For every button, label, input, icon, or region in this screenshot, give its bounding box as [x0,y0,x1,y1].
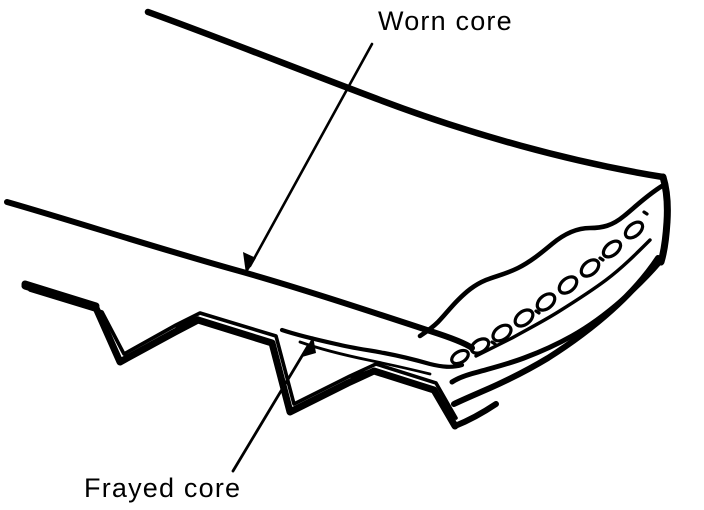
worn-core-arrowhead [243,252,256,274]
cord-loop [450,348,470,366]
belt-bottom-right-edge [452,401,499,429]
frayed-core-label: Frayed core [84,473,241,503]
fray-nick [598,256,605,262]
rib-outline-outer [21,282,459,430]
frayed-core-leader-line [231,344,310,473]
rib-left-top-land [21,280,100,310]
belt-right-corner [657,173,671,266]
belt-top-surface [4,8,667,351]
belt-rib-profile [21,280,499,430]
rib-crest-edge-1 [174,316,200,328]
worn-core-leader-line [248,42,374,268]
worn-core-callout [243,42,374,274]
cord-loop [601,239,623,259]
fray-nick [490,340,497,346]
corner-vertical-edge [657,173,671,266]
rib-valley-face-2 [290,381,350,412]
frayed-worn-end-face [417,183,665,407]
frayed-core-callout [231,336,316,473]
rib-crest-edge-2 [350,368,376,379]
cord-loop [535,292,557,312]
cord-loop [623,220,645,240]
fray-nick [642,210,649,216]
core-layer-ragged-path [279,327,465,369]
frayed-cord-loops [450,210,649,366]
core-layer-secondary [298,340,432,376]
belt-front-top-edge [4,199,475,351]
fray-nick [534,309,541,315]
cord-loop [557,275,579,295]
worn-strip-upper-boundary [417,183,665,339]
frayed-core-layer-line [279,327,465,376]
worn-core-label: Worn core [378,6,513,36]
rib-outline-inner [28,288,458,420]
cord-loop [579,258,601,278]
worn-end-bottom-silhouette [451,255,661,407]
belt-back-top-edge [144,8,667,181]
cord-loop [513,308,535,328]
frayed-core-arrowhead [302,336,316,357]
cord-loop [469,337,491,355]
cord-loop [491,323,513,343]
worn-band-inner-contour [474,238,652,358]
rib-valley-face-1 [121,330,177,362]
